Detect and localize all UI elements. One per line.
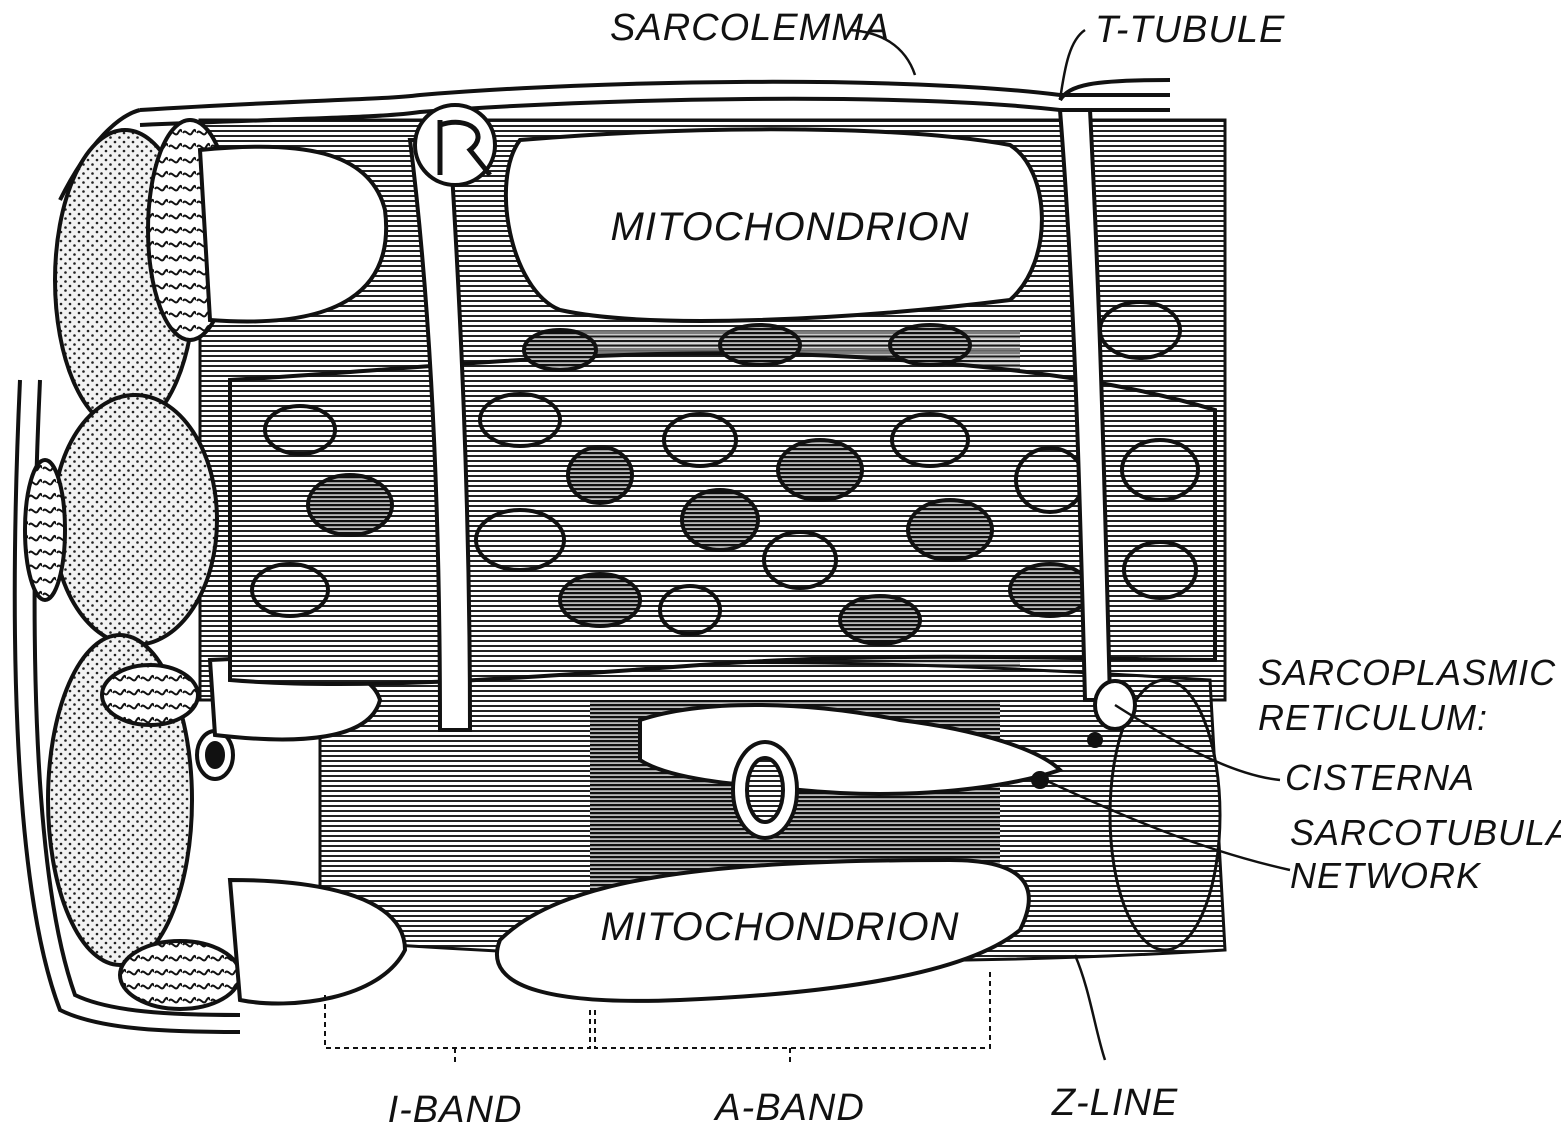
sarcoplasmic-reticulum-label-line2: RETICULUM:	[1258, 697, 1488, 738]
sarcotubular-network-label-line1: SARCOTUBULAR	[1290, 812, 1561, 853]
mitochondrion-top: MITOCHONDRION	[506, 129, 1042, 321]
sarcolemma-label: SARCOLEMMA	[610, 7, 890, 49]
mitochondrion-top-label: MITOCHONDRION	[611, 205, 970, 249]
sarcoplasmic-reticulum-label-line1: SARCOPLASMIC	[1258, 652, 1556, 693]
z-line-leader	[1075, 955, 1105, 1060]
z-line-label: Z-LINE	[1051, 1082, 1178, 1124]
mitochondrion-bottom-label: MITOCHONDRION	[601, 905, 960, 949]
cisterna-label: CISTERNA	[1285, 757, 1475, 798]
sarcotubular-network-label-line2: NETWORK	[1290, 855, 1482, 896]
t-tubule-label: T-TUBULE	[1095, 9, 1285, 51]
sarcolemma-inset-circle	[415, 105, 495, 185]
i-band-bracket	[325, 995, 590, 1048]
i-band-label: I-BAND	[388, 1089, 523, 1131]
a-band-label: A-BAND	[713, 1087, 865, 1129]
